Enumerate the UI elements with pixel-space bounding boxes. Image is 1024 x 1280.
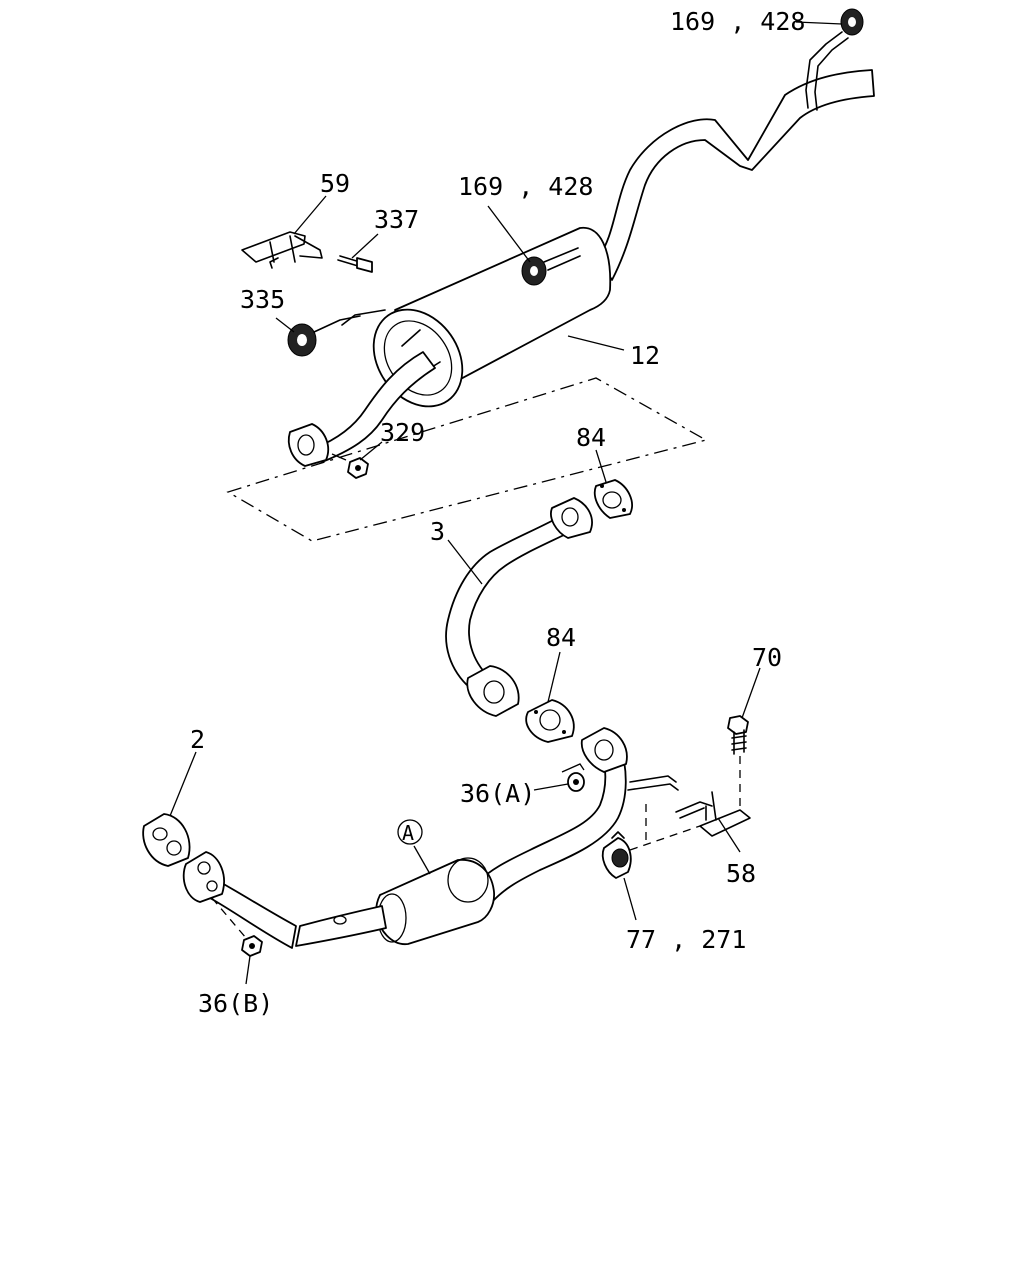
gasket-84-lower (525, 699, 575, 743)
label-36a: 36(A) (460, 779, 535, 808)
assembly-outline (226, 377, 708, 542)
label-169-428-mid: 169 , 428 (458, 172, 593, 201)
catalytic-converter (375, 857, 495, 945)
front-pipe-lower (182, 851, 387, 949)
label-77-271: 77 , 271 (626, 925, 746, 954)
bolt-70 (727, 715, 749, 808)
hanger-rubber-77-271 (601, 798, 701, 879)
bolt-337 (337, 255, 373, 273)
nut-36b (211, 897, 263, 957)
bracket-59 (241, 231, 323, 269)
label-329: 329 (380, 418, 425, 447)
marker-a-circle (397, 819, 423, 845)
label-3: 3 (430, 517, 445, 546)
label-59: 59 (320, 169, 350, 198)
label-84-lower: 84 (546, 623, 576, 652)
label-169-428-top: 169 , 428 (670, 7, 805, 36)
label-337: 337 (374, 205, 419, 234)
label-335: 335 (240, 285, 285, 314)
gasket-84-upper (593, 479, 633, 519)
label-a: A (402, 821, 414, 845)
tail-pipe (597, 69, 875, 281)
bracket-58 (675, 791, 751, 837)
muffler-inlet-pipe (287, 351, 436, 467)
hanger-rubber-top (805, 8, 864, 111)
leader-lines (169, 21, 843, 985)
label-36b: 36(B) (198, 989, 273, 1018)
label-70: 70 (752, 643, 782, 672)
hanger-rubber-335 (287, 315, 361, 357)
gasket-2 (142, 813, 191, 867)
intermediate-pipe-3 (445, 497, 593, 717)
label-2: 2 (190, 725, 205, 754)
front-pipe (477, 727, 679, 903)
nut-36a (561, 763, 585, 792)
label-58: 58 (726, 859, 756, 888)
label-12: 12 (630, 341, 660, 370)
nut-329 (331, 453, 369, 479)
hanger-rubber-mid (521, 247, 581, 286)
label-84-upper: 84 (576, 423, 606, 452)
